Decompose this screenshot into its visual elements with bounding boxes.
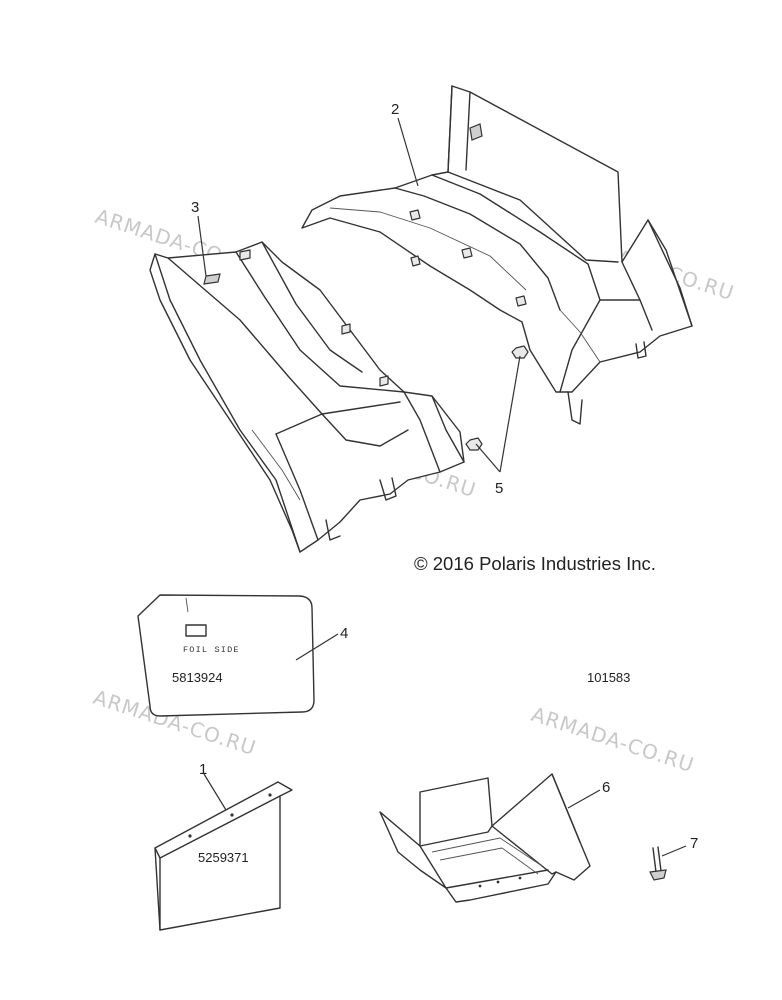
part-number-5813924: 5813924 [172,670,223,685]
callout-7: 7 [690,835,698,852]
part-2-rear-fender [301,85,693,425]
part-6-tray [379,773,591,903]
callout-numbers: 2 3 5 4 1 6 7 [191,101,698,852]
callout-1: 1 [199,761,207,778]
part-number-5259371: 5259371 [198,850,249,865]
callout-5: 5 [495,480,503,497]
callout-4: 4 [340,625,348,642]
part-4-decal-panel: FOIL SIDE 5813924 [137,594,315,717]
callout-2: 2 [391,101,399,118]
decal-foil-side-label: FOIL SIDE [183,645,240,655]
watermark: ARMADA-CO.RU [528,702,697,777]
part-1-bracket-plate: 5259371 [154,781,293,931]
part-3-side-panel [149,241,465,553]
copyright-notice: © 2016 Polaris Industries Inc. [414,553,656,574]
part-7-push-pin [649,846,667,881]
figure-number: 101583 [587,670,630,685]
callout-6: 6 [602,779,610,796]
leader-lines [197,117,687,857]
callout-3: 3 [191,199,199,216]
